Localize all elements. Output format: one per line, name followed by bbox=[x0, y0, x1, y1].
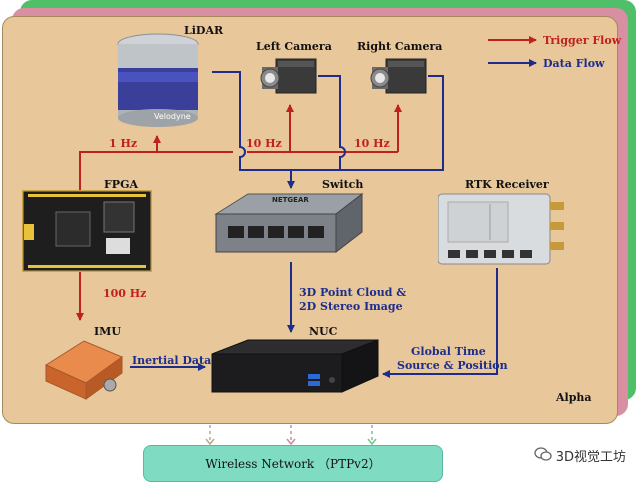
left-camera-rate-label: 10 Hz bbox=[246, 137, 282, 150]
lidar-brand: Velodyne bbox=[154, 112, 191, 121]
platform-label: Alpha bbox=[556, 391, 592, 404]
data-lidar-to-switch bbox=[212, 71, 295, 189]
switch-device: NETGEAR bbox=[212, 190, 364, 262]
switch-brand: NETGEAR bbox=[272, 196, 309, 204]
switch-to-nuc-label-1: 3D Point Cloud & bbox=[299, 286, 407, 299]
lidar-rate-label: 1 Hz bbox=[109, 137, 138, 150]
right-camera-label: Right Camera bbox=[357, 40, 443, 53]
nuc-device bbox=[208, 336, 380, 396]
wechat-icon bbox=[534, 446, 552, 465]
wireless-network-label: Wireless Network （PTPv2） bbox=[205, 457, 381, 471]
switch-label: Switch bbox=[322, 178, 364, 191]
lidar-label: LiDAR bbox=[184, 24, 224, 37]
lidar-device: Velodyne bbox=[110, 30, 206, 130]
data-right-cam-to-switch bbox=[340, 75, 444, 171]
left-camera-device bbox=[258, 55, 320, 101]
left-camera-label: Left Camera bbox=[256, 40, 332, 53]
watermark: 3D视觉工坊 bbox=[534, 446, 626, 465]
watermark-text: 3D视觉工坊 bbox=[555, 450, 626, 465]
rtk-to-nuc-label-2: Source & Position bbox=[397, 359, 508, 372]
nuc-label: NUC bbox=[309, 325, 338, 338]
switch-to-nuc-label-2: 2D Stereo Image bbox=[299, 300, 403, 313]
rtk-device bbox=[437, 192, 568, 266]
imu-rate-label: 100 Hz bbox=[103, 287, 147, 300]
imu-device bbox=[42, 335, 128, 409]
right-camera-device bbox=[368, 55, 430, 101]
fpga-board bbox=[20, 188, 154, 274]
imu-to-nuc-label: Inertial Data bbox=[132, 354, 212, 367]
wireless-network-box: Wireless Network （PTPv2） bbox=[143, 445, 443, 482]
legend-data-label: Data Flow bbox=[543, 57, 605, 70]
data-rtk-to-nuc bbox=[382, 268, 498, 378]
fpga-label: FPGA bbox=[104, 178, 139, 191]
imu-label: IMU bbox=[94, 325, 121, 338]
legend-trigger-label: Trigger Flow bbox=[543, 34, 622, 47]
data-left-cam-to-switch bbox=[291, 75, 346, 171]
right-camera-rate-label: 10 Hz bbox=[354, 137, 390, 150]
rtk-to-nuc-label-1: Global Time bbox=[411, 345, 486, 358]
rtk-label: RTK Receiver bbox=[465, 178, 549, 191]
